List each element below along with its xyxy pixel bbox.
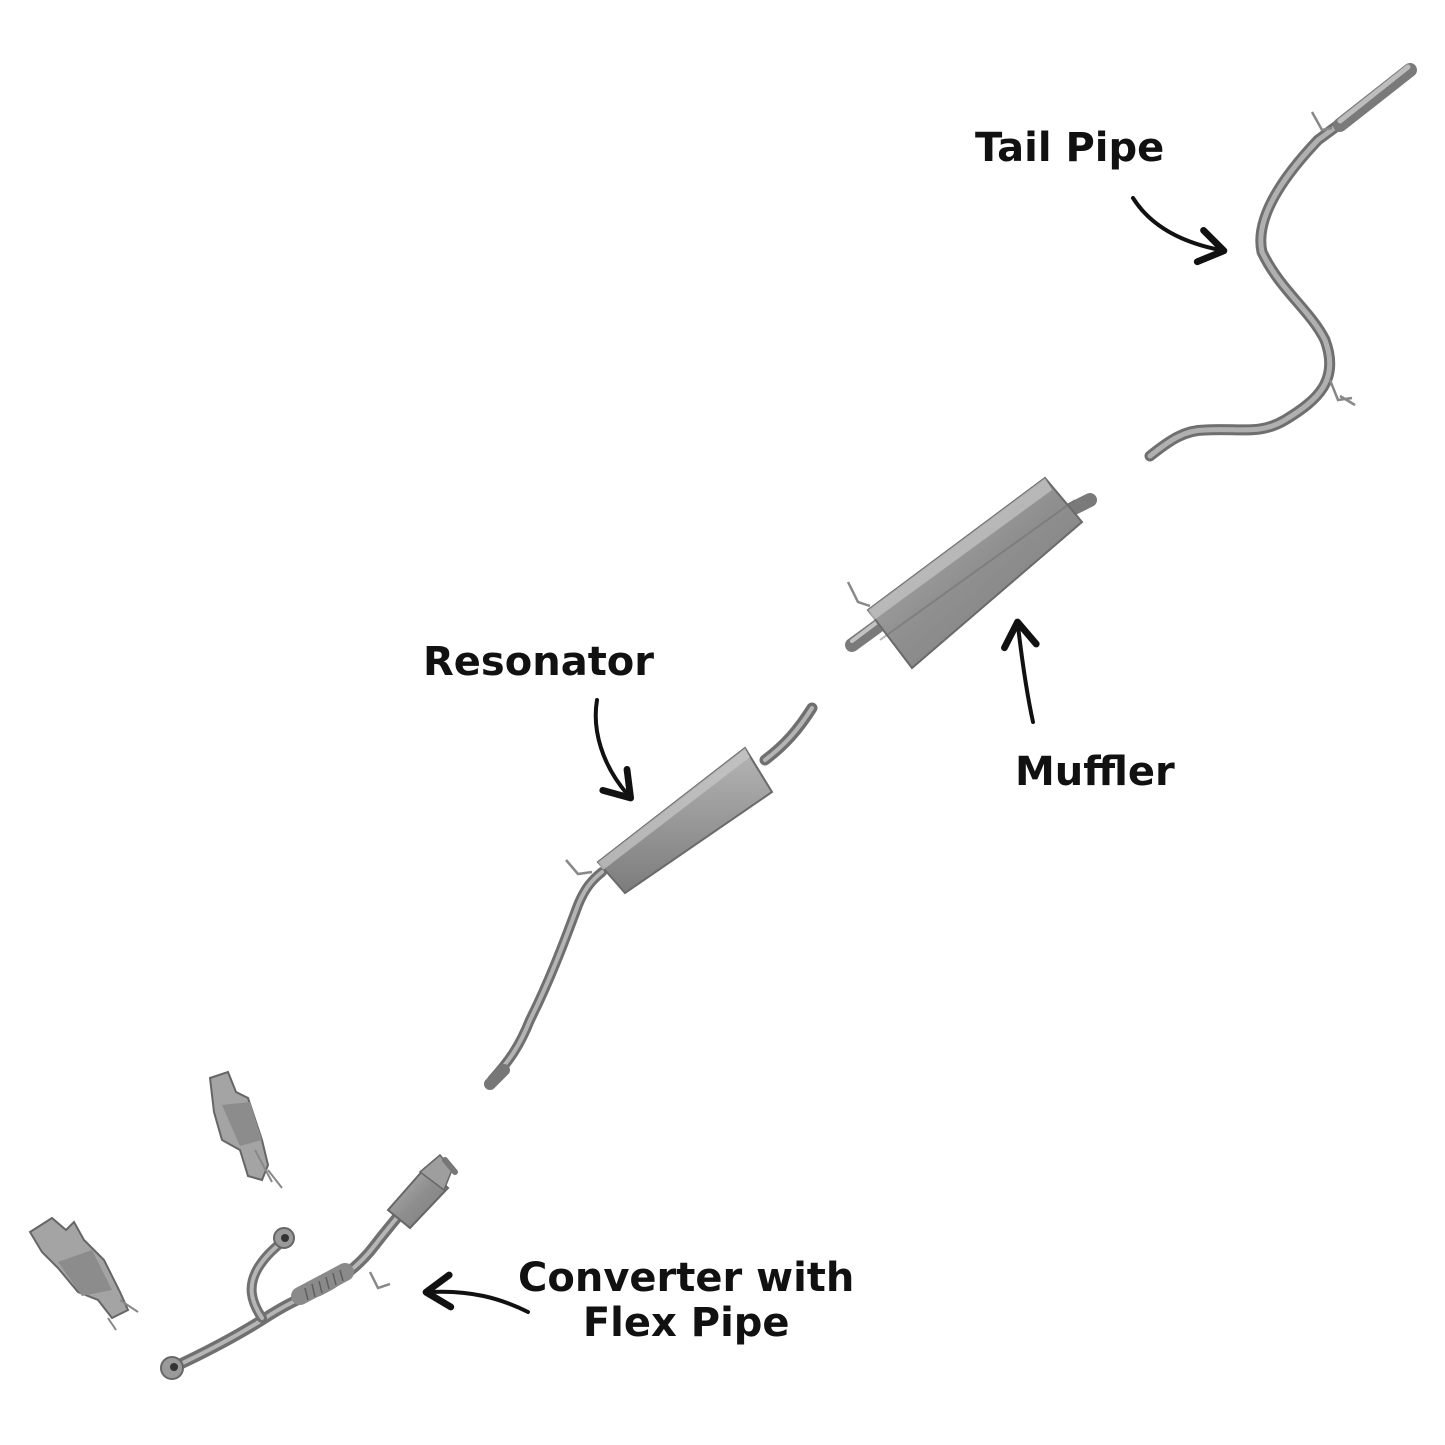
curved-arrow-icon — [593, 698, 635, 802]
converter-label-line1: Converter with — [518, 1255, 855, 1301]
resonator-part — [484, 702, 818, 1090]
manifold-upper-part — [208, 1070, 283, 1189]
converter-flex-pipe-part — [160, 1153, 458, 1380]
manifold-lower-part — [28, 1216, 139, 1331]
curved-arrow-icon — [422, 1271, 530, 1314]
curved-arrow-icon — [1001, 618, 1040, 724]
tail-pipe-label: Tail Pipe — [975, 125, 1165, 171]
tail-pipe-part — [1144, 63, 1417, 462]
curved-arrow-icon — [1131, 196, 1228, 266]
resonator-label: Resonator — [423, 639, 655, 685]
converter-flex-pipe-label: Converter with Flex Pipe — [518, 1256, 854, 1346]
muffler-label: Muffler — [1015, 749, 1175, 795]
muffler-part — [845, 476, 1097, 670]
converter-label-line2: Flex Pipe — [582, 1299, 790, 1346]
